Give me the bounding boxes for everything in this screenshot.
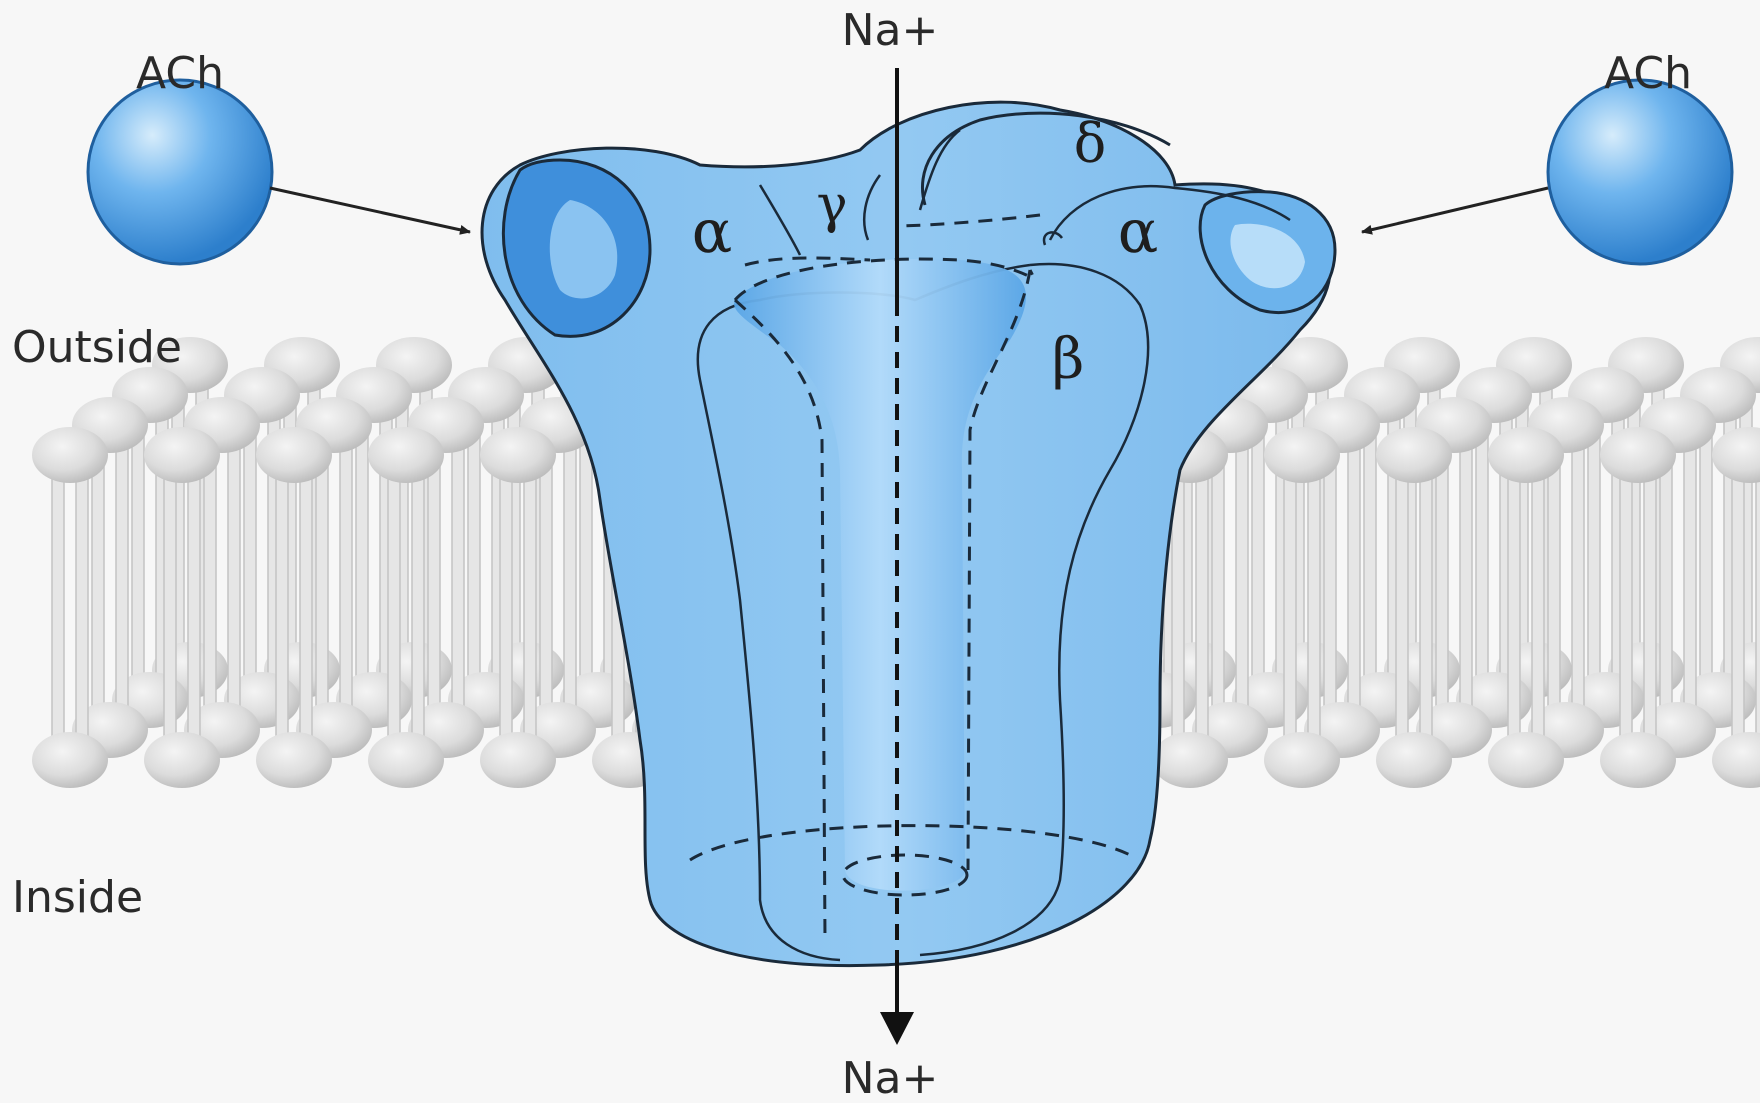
alpha-left-subunit-label: α: [692, 197, 733, 267]
ach-left-sphere: [88, 80, 272, 264]
lipid-tail: [388, 475, 400, 740]
lipid-head-bottom: [256, 732, 332, 788]
lipid-tail: [428, 445, 440, 710]
lipid-tail: [412, 475, 424, 740]
lipid-tail: [564, 445, 576, 710]
lipid-tail: [76, 475, 88, 740]
lipid-head-top: [1600, 427, 1676, 483]
lipid-tail: [1172, 475, 1184, 740]
lipid-head-bottom: [144, 732, 220, 788]
lipid-tail: [524, 475, 536, 740]
lipid-head-bottom: [1152, 732, 1228, 788]
lipid-tail: [1436, 445, 1448, 710]
lipid-tail: [1532, 475, 1544, 740]
lipid-tail: [244, 415, 256, 680]
lipid-tail: [1460, 445, 1472, 710]
lipid-tail: [1620, 475, 1632, 740]
lipid-head-bottom: [32, 732, 108, 788]
down-arrow-icon: [880, 1012, 914, 1045]
lipid-tail: [1212, 445, 1224, 710]
ach-right-molecule: [1362, 80, 1732, 264]
lipid-tail: [116, 445, 128, 710]
lipid-tail: [1396, 475, 1408, 740]
lipid-tail: [228, 445, 240, 710]
lipid-tail: [1196, 475, 1208, 740]
lipid-tail: [1348, 445, 1360, 710]
lipid-tail: [1236, 445, 1248, 710]
lipid-head-top: [1376, 427, 1452, 483]
lipid-head-top: [1264, 427, 1340, 483]
lipid-tail: [1644, 475, 1656, 740]
lipid-tail: [540, 445, 552, 710]
lipid-head-top: [32, 427, 108, 483]
na-bottom-label: Na+: [842, 1053, 939, 1103]
na-top-label: Na+: [842, 5, 939, 56]
phospholipid: [1712, 427, 1760, 788]
lipid-tail: [1660, 445, 1672, 710]
lipid-head-bottom: [1712, 732, 1760, 788]
lipid-tail: [1732, 475, 1744, 740]
lipid-tail: [1476, 415, 1488, 680]
lipid-head-top: [144, 427, 220, 483]
lipid-tail: [1588, 415, 1600, 680]
lipid-tail: [132, 415, 144, 680]
lipid-head-top: [480, 427, 556, 483]
delta-subunit-label: δ: [1074, 112, 1107, 175]
lipid-tail: [276, 475, 288, 740]
lipid-head-top: [1712, 427, 1760, 483]
ach-right-arrow: [1362, 188, 1548, 232]
lipid-tail: [204, 445, 216, 710]
gamma-subunit-label: γ: [816, 175, 847, 235]
lipid-head-top: [368, 427, 444, 483]
lipid-tail: [356, 415, 368, 680]
lipid-tail: [52, 475, 64, 740]
lipid-tail: [340, 445, 352, 710]
beta-subunit-label: β: [1052, 327, 1084, 392]
lipid-tail: [1252, 415, 1264, 680]
lipid-tail: [1420, 475, 1432, 740]
lipid-tail: [1308, 475, 1320, 740]
lipid-tail: [1548, 445, 1560, 710]
inside-label: Inside: [12, 872, 143, 923]
lipid-head-bottom: [1376, 732, 1452, 788]
ach-right-sphere: [1548, 80, 1732, 264]
lipid-tail: [92, 445, 104, 710]
lipid-tail: [1572, 445, 1584, 710]
lipid-head-bottom: [1488, 732, 1564, 788]
outside-label: Outside: [12, 322, 182, 373]
lipid-head-top: [1488, 427, 1564, 483]
lipid-tail: [1700, 415, 1712, 680]
ach-left-molecule: [88, 80, 470, 264]
lipid-tail: [1284, 475, 1296, 740]
alpha-right-subunit-label: α: [1118, 197, 1159, 267]
lipid-tail: [1324, 445, 1336, 710]
ach-left-arrow: [270, 188, 470, 232]
lipid-tail: [164, 475, 176, 740]
lipid-tail: [1684, 445, 1696, 710]
lipid-head-bottom: [1264, 732, 1340, 788]
lipid-head-bottom: [368, 732, 444, 788]
lipid-tail: [316, 445, 328, 710]
lipid-tail: [1756, 475, 1760, 740]
ach-right-label: ACh: [1604, 48, 1692, 99]
lipid-tail: [300, 475, 312, 740]
lipid-tail: [1508, 475, 1520, 740]
lipid-tail: [1364, 415, 1376, 680]
lipid-tail: [452, 445, 464, 710]
lipid-tail: [468, 415, 480, 680]
lipid-tail: [188, 475, 200, 740]
lipid-tail: [500, 475, 512, 740]
lipid-head-bottom: [480, 732, 556, 788]
ach-left-label: ACh: [136, 48, 224, 99]
lipid-head-bottom: [1600, 732, 1676, 788]
lipid-head-top: [256, 427, 332, 483]
